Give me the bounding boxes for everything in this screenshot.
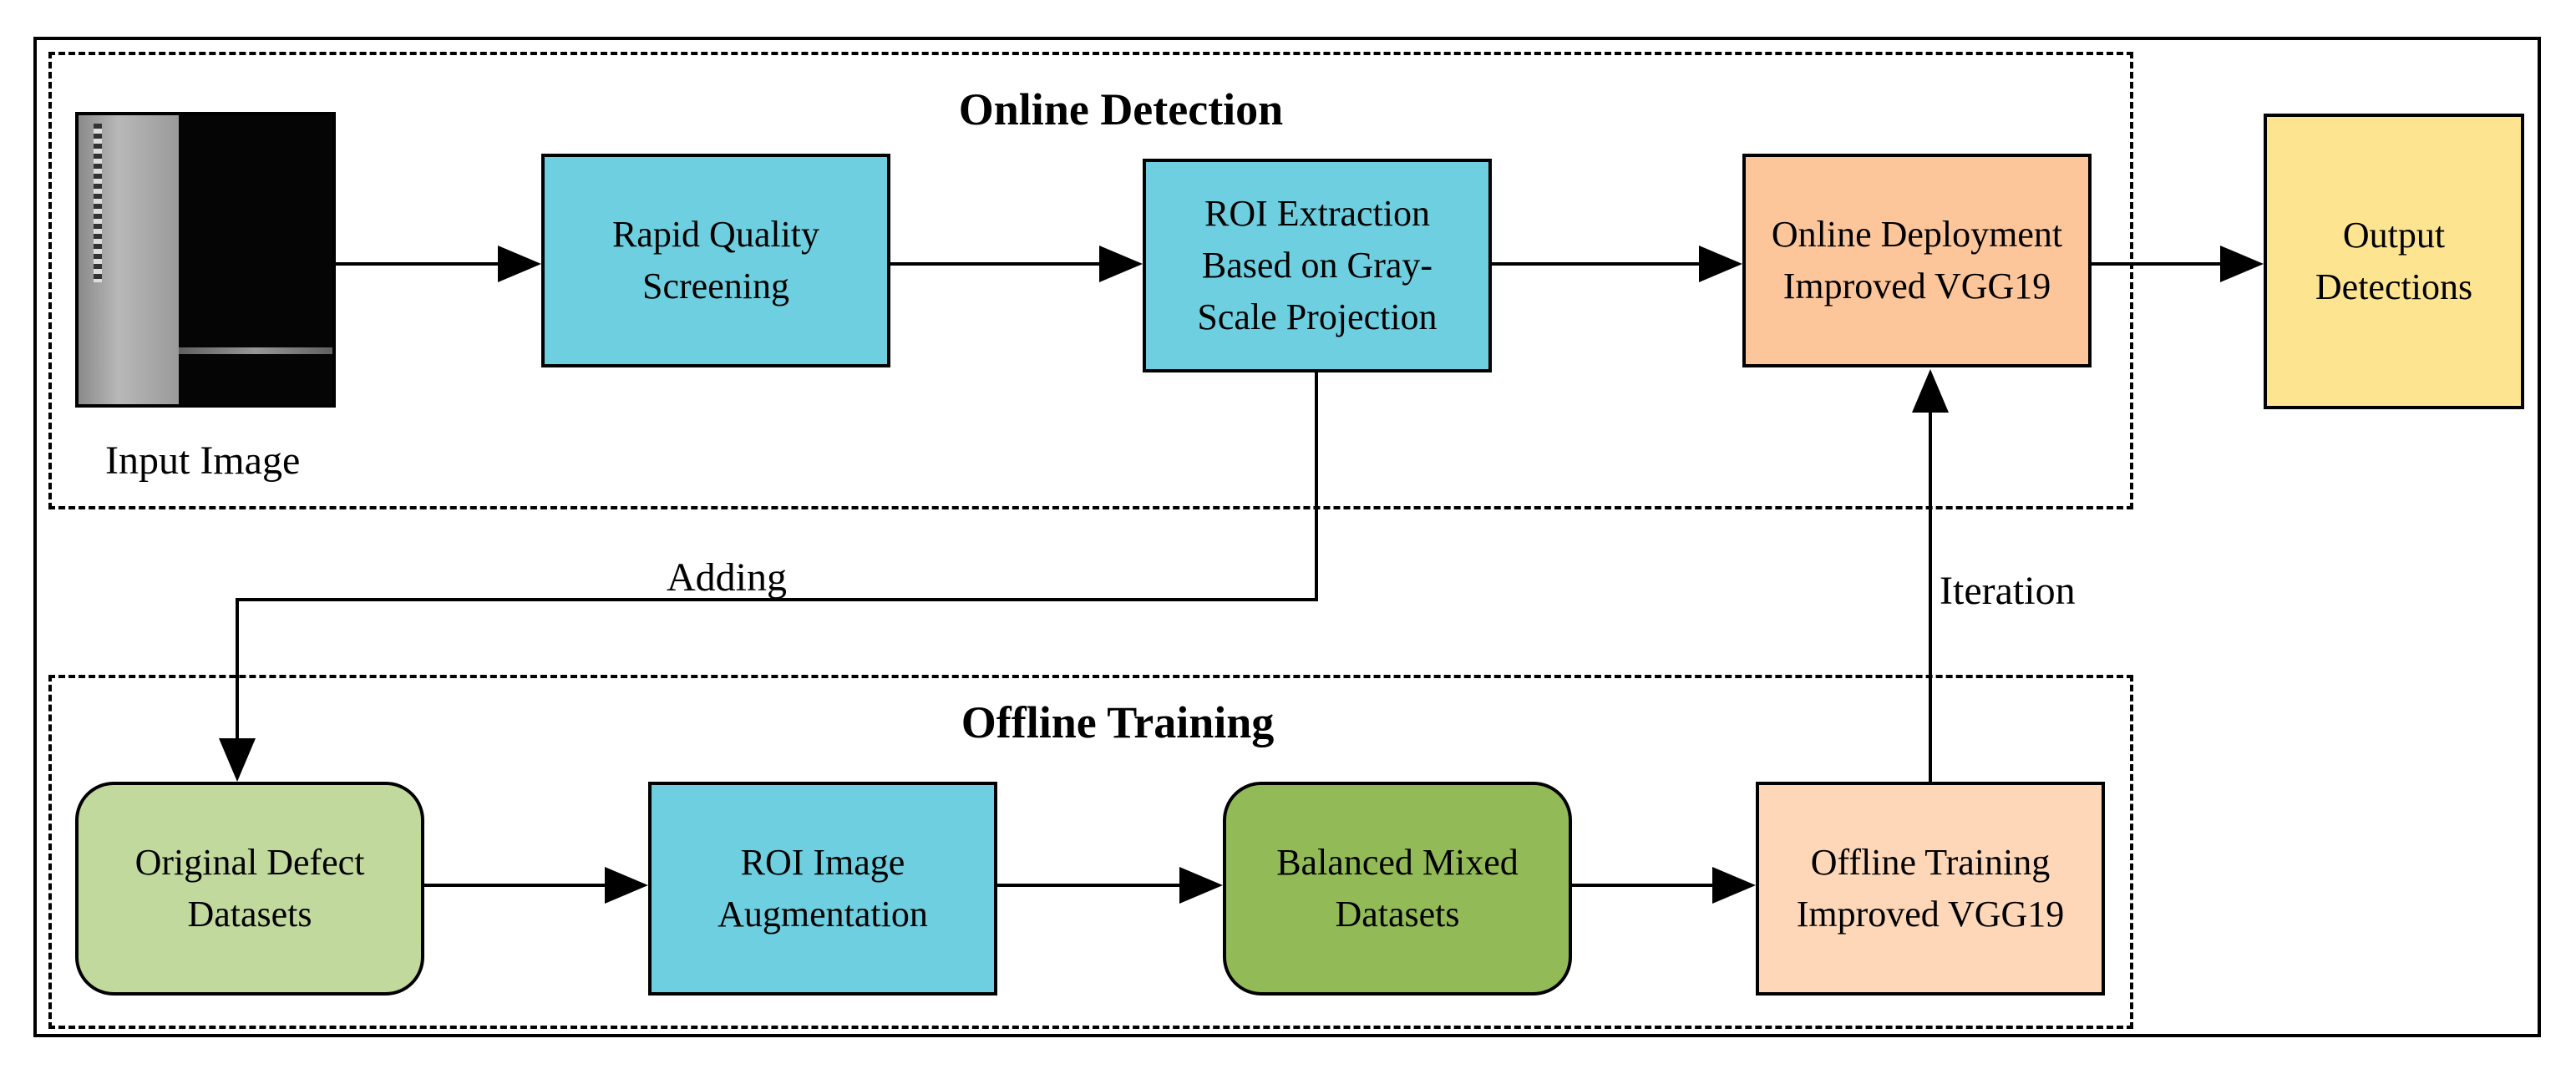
diagram-frame — [33, 37, 2541, 1037]
balanced-mixed-datasets-label: Balanced Mixed Datasets — [1276, 842, 1519, 935]
arrow-deploy-to-output — [2092, 246, 2264, 282]
arrow-input-to-rapid — [336, 246, 541, 282]
original-defect-datasets-box: Original Defect Datasets — [75, 782, 424, 996]
arrow-augment-to-balanced — [997, 867, 1223, 904]
arrow-training-to-deploy-iteration — [1912, 369, 1949, 782]
output-detections-box: Output Detections — [2264, 114, 2524, 409]
arrow-roi-to-deploy — [1492, 246, 1742, 282]
arrow-original-to-augment — [424, 867, 648, 904]
roi-extraction-label: ROI Extraction Based on Gray- Scale Proj… — [1197, 193, 1438, 337]
output-detections-label: Output Detections — [2315, 215, 2473, 307]
online-deployment-box: Online Deployment Improved VGG19 — [1742, 154, 2092, 367]
offline-training-group — [48, 675, 2133, 1029]
adding-edge-label: Adding — [667, 555, 787, 600]
offline-training-label: Offline Training Improved VGG19 — [1796, 842, 2065, 935]
rapid-quality-screening-box: Rapid Quality Screening — [541, 154, 890, 367]
roi-image-augmentation-label: ROI Image Augmentation — [718, 842, 928, 935]
arrow-roi-to-original-adding — [219, 372, 1318, 782]
original-defect-datasets-label: Original Defect Datasets — [134, 842, 365, 935]
online-detection-group — [48, 52, 2133, 509]
arrow-balanced-to-training — [1572, 867, 1756, 904]
balanced-mixed-datasets-box: Balanced Mixed Datasets — [1223, 782, 1572, 996]
arrow-rapid-to-roi — [890, 246, 1143, 282]
offline-training-box: Offline Training Improved VGG19 — [1756, 782, 2105, 996]
offline-training-title: Offline Training — [961, 697, 1275, 747]
online-deployment-label: Online Deployment Improved VGG19 — [1771, 214, 2063, 307]
online-detection-title: Online Detection — [958, 84, 1284, 134]
roi-image-augmentation-box: ROI Image Augmentation — [648, 782, 997, 996]
input-image — [75, 112, 336, 408]
input-image-label: Input Image — [105, 438, 301, 483]
iteration-edge-label: Iteration — [1940, 569, 2076, 613]
roi-extraction-box: ROI Extraction Based on Gray- Scale Proj… — [1143, 159, 1492, 372]
rapid-quality-screening-label: Rapid Quality Screening — [611, 214, 820, 307]
